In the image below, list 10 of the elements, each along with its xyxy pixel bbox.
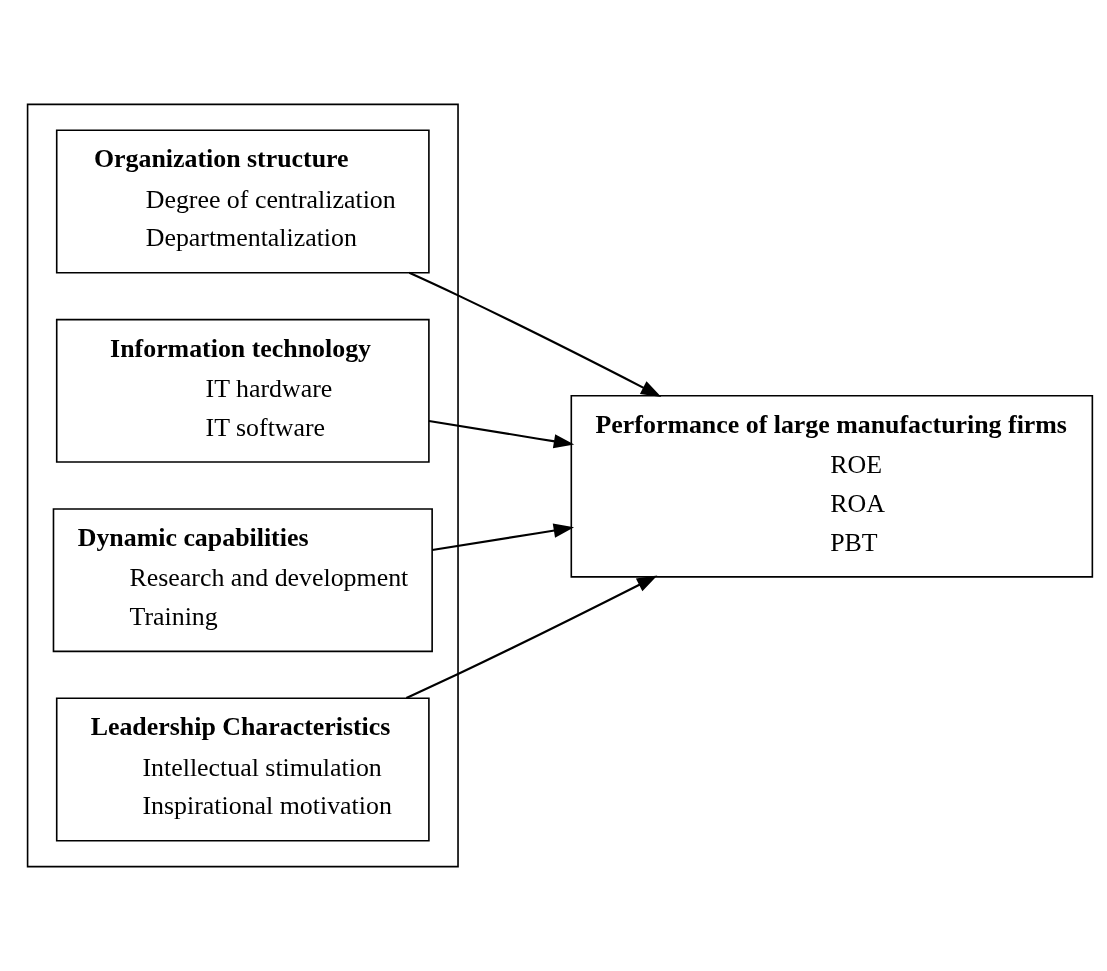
arrow (428, 419, 575, 449)
node-box: Information technology IT hardware IT software (55, 318, 430, 463)
node-box: Dynamic capabilities Research and development Training (52, 508, 433, 653)
node-box: Leadership Characteristics Intellectual stimulation Inspirational motivation (55, 697, 430, 842)
cluster (26, 103, 459, 868)
node-box: Organization structure Degree of centralization Departmentalization (55, 129, 430, 274)
arrow (408, 271, 662, 397)
arrow (432, 523, 575, 552)
arrow (405, 575, 658, 700)
node-box: Performance of large manufacturing firms ROE ROA PBT (570, 394, 1094, 578)
